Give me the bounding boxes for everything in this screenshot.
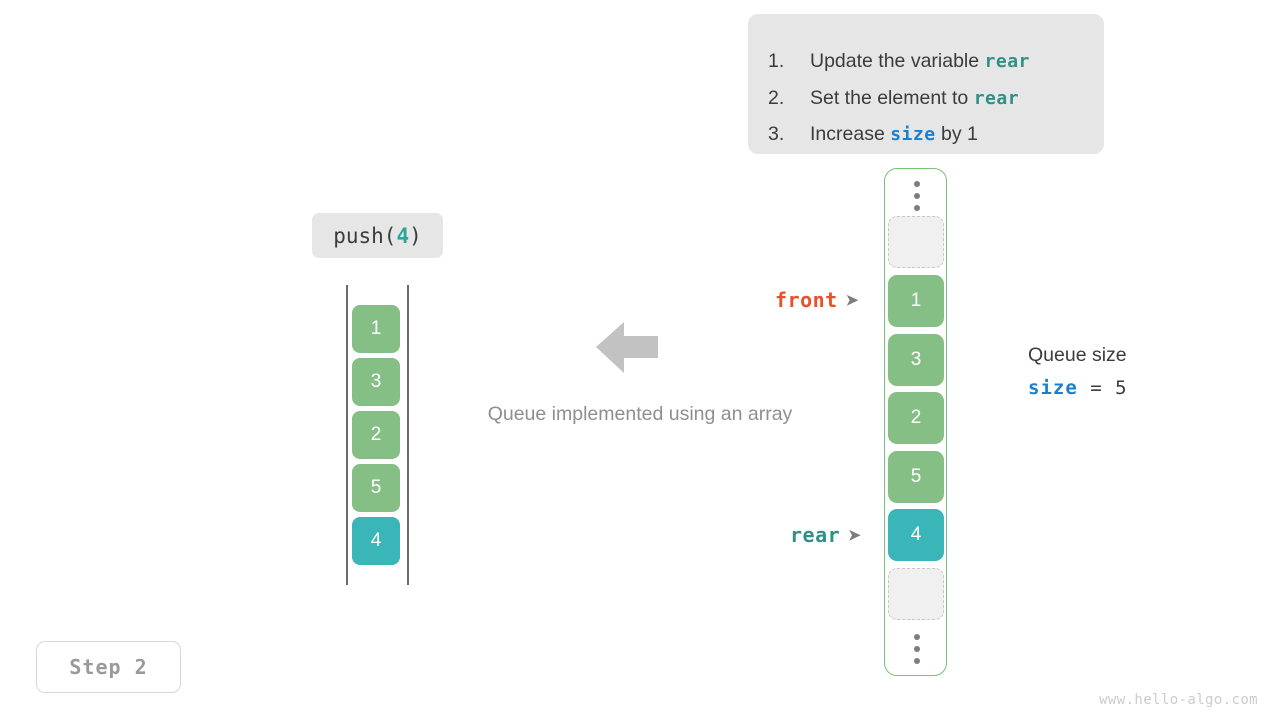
queue-size-expression: size = 5	[1028, 377, 1128, 399]
instruction-item: 2. Set the element to rear	[748, 80, 1104, 116]
watermark: www.hello-algo.com	[1099, 692, 1258, 708]
array-slot-filled-highlighted: 4	[888, 509, 944, 561]
instruction-item: 3. Increase size by 1	[748, 116, 1104, 152]
instruction-variable-rear: rear	[973, 87, 1020, 109]
arrow-right-icon: ➤	[848, 527, 862, 544]
instruction-item: 1. Update the variable rear	[748, 43, 1104, 79]
instruction-text-pre: Increase	[810, 122, 891, 145]
circular-array-container: 1 3 2 5 4	[884, 168, 947, 676]
array-slot-filled: 5	[888, 451, 944, 503]
diagram-caption: Queue implemented using an array	[487, 403, 793, 425]
instruction-number: 1.	[768, 49, 785, 72]
front-pointer: front ➤	[775, 288, 859, 312]
instruction-text-post: by 1	[935, 122, 978, 145]
array-bottom-ellipsis-icon	[885, 634, 948, 664]
instruction-text: Increase size by 1	[810, 123, 978, 146]
array-slot-filled: 3	[888, 334, 944, 386]
queue-size-variable: size	[1028, 377, 1078, 399]
instruction-number: 3.	[768, 122, 785, 145]
queue-stack-view: 1 3 2 5 4	[340, 285, 415, 585]
instruction-text: Set the element to rear	[810, 87, 1019, 110]
arrow-right-icon: ➤	[845, 292, 859, 309]
stack-cell: 3	[352, 358, 400, 406]
instruction-number: 2.	[768, 86, 785, 109]
operation-label-suffix: )	[409, 223, 422, 248]
instruction-panel: 1. Update the variable rear 2. Set the e…	[748, 14, 1104, 154]
operation-label: push(4)	[312, 213, 443, 258]
instruction-variable-rear: rear	[984, 50, 1030, 72]
queue-size-operator: =	[1090, 377, 1103, 399]
array-slot-empty	[888, 568, 944, 620]
queue-size-readout: Queue size size = 5	[1028, 344, 1128, 399]
queue-size-value: 5	[1115, 377, 1128, 399]
rear-pointer-label: rear	[790, 523, 841, 547]
instruction-text-pre: Update the variable	[810, 49, 985, 72]
stack-cell: 1	[352, 305, 400, 353]
operation-label-argument: 4	[396, 223, 410, 248]
operation-label-prefix: push(	[333, 223, 397, 248]
stack-rail-right	[407, 285, 409, 585]
array-top-ellipsis-icon	[885, 181, 948, 211]
step-badge: Step 2	[36, 641, 181, 693]
queue-size-title: Queue size	[1028, 344, 1127, 366]
stack-rail-left	[346, 285, 348, 585]
stack-cell: 5	[352, 464, 400, 512]
rear-pointer: rear ➤	[790, 523, 861, 547]
instruction-variable-size: size	[890, 123, 936, 145]
array-slot-filled: 1	[888, 275, 944, 327]
stack-cell: 2	[352, 411, 400, 459]
front-pointer-label: front	[775, 288, 838, 312]
array-slot-filled: 2	[888, 392, 944, 444]
array-slot-empty	[888, 216, 944, 268]
instruction-text-pre: Set the element to	[810, 86, 974, 109]
flow-arrow-left-icon	[596, 318, 658, 376]
stack-cell-highlighted: 4	[352, 517, 400, 565]
instruction-text: Update the variable rear	[810, 50, 1030, 73]
